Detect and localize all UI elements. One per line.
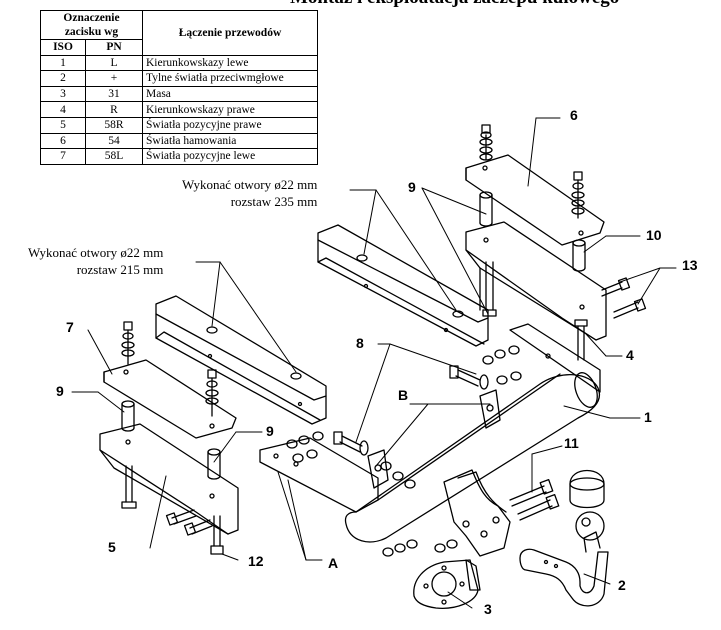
callout-2: 2 — [618, 577, 626, 593]
legend-desc: Kierunkowskazy lewe — [142, 54, 318, 72]
part-8-bolts — [286, 345, 522, 489]
part-10-right-bracket — [465, 221, 607, 341]
callout-10: 10 — [646, 227, 662, 243]
legend-pn: 58L — [85, 148, 143, 165]
callout-13: 13 — [682, 257, 698, 273]
callout-5: 5 — [108, 539, 116, 555]
callout-12: 12 — [248, 553, 264, 569]
callout-b: B — [398, 387, 408, 403]
wiring-legend-table: Oznaczenie zacisku wg Łączenie przewodów… — [40, 10, 318, 165]
part-12-bolts — [165, 509, 224, 555]
part-3-socket-plate — [413, 559, 481, 609]
callout-1: 1 — [644, 409, 652, 425]
drill-note-215-line1: Wykonać otwory ø22 mm — [28, 245, 164, 260]
part-b-lugs — [367, 389, 501, 489]
legend-desc: Światła pozycyjne lewe — [142, 148, 318, 165]
callout-9-top: 9 — [408, 179, 416, 195]
callout-4: 4 — [626, 347, 634, 363]
callout-9-right: 9 — [266, 423, 274, 439]
part-5-left-bracket — [99, 423, 239, 535]
part-2-tow-ball — [519, 470, 609, 607]
center-top-bracket — [317, 224, 489, 347]
legend-desc: Tylne światła przeciwmgłowe — [142, 70, 318, 87]
drill-note-235: Wykonać otwory ø22 mm rozstaw 235 mm — [182, 176, 317, 210]
callout-9-left: 9 — [56, 383, 64, 399]
legend-header-pn: PN — [85, 39, 143, 56]
part-11-bolts — [509, 479, 560, 521]
drill-note-215-line2: rozstaw 215 mm — [76, 262, 164, 277]
drill-note-215: Wykonać otwory ø22 mm rozstaw 215 mm — [28, 244, 163, 278]
callout-numbers: 6 9 10 13 4 1 11 2 3 8 B 7 9 9 5 12 A — [56, 107, 698, 617]
part-9-spacer-right — [479, 191, 586, 272]
part-1-cross-beam — [259, 323, 601, 543]
part-6-right-plate — [465, 124, 605, 246]
legend-desc: Światła pozycyjne prawe — [142, 116, 318, 134]
part-13-bolts — [601, 277, 647, 319]
legend-header-connection: Łączenie przewodów — [142, 10, 318, 56]
callout-a: A — [328, 555, 338, 571]
callout-6: 6 — [570, 107, 578, 123]
tow-bar-mount — [382, 469, 511, 557]
legend-header-terminal: Oznaczenie zacisku wg — [40, 10, 143, 40]
left-channel-bracket — [155, 295, 327, 425]
part-7-left-plate — [103, 321, 237, 439]
callout-8: 8 — [356, 335, 364, 351]
page-title: Montaż i eksploatacja zaczepu kulowego — [290, 0, 619, 9]
callout-3: 3 — [484, 601, 492, 617]
drill-note-235-line1: Wykonać otwory ø22 mm — [182, 177, 318, 192]
part-4-small-bracket — [574, 319, 588, 361]
callout-11: 11 — [564, 435, 579, 451]
leader-lines — [71, 117, 677, 609]
callout-7: 7 — [66, 319, 74, 335]
drill-note-235-line2: rozstaw 235 mm — [230, 194, 318, 209]
